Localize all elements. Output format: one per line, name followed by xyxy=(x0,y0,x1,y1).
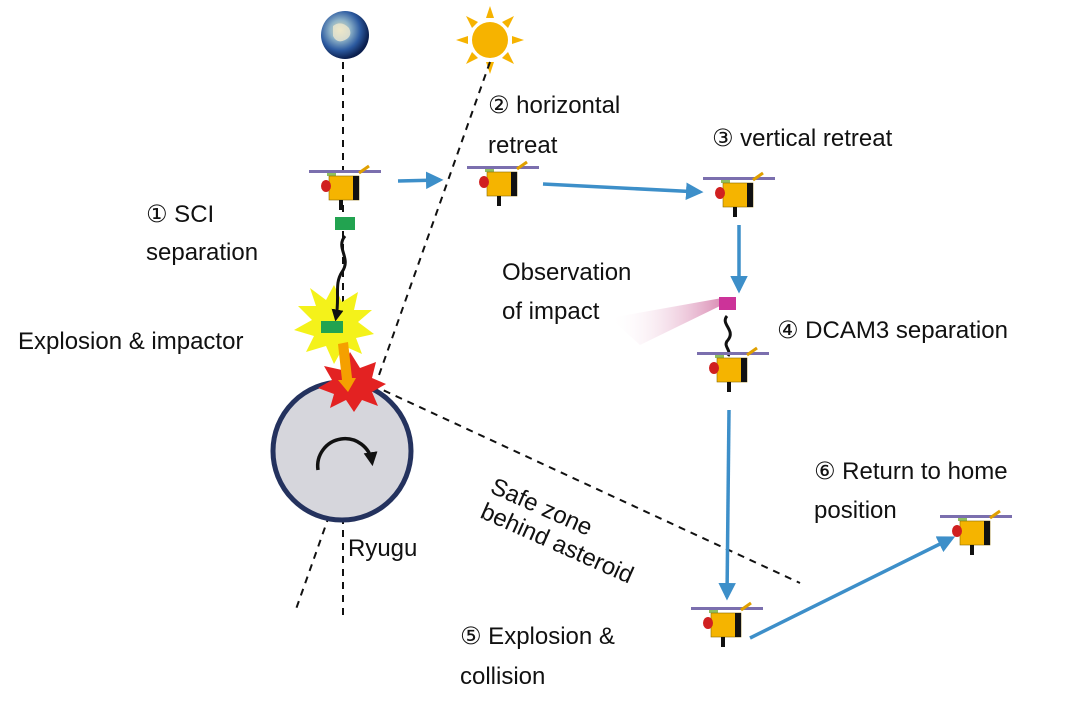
sci-impactor-icon xyxy=(321,321,343,333)
sci-descent-arrow-icon xyxy=(331,235,347,322)
asteroid-ryugu xyxy=(270,379,414,523)
step6-label-line2: position xyxy=(814,497,897,524)
trajectory-arrows xyxy=(397,171,956,640)
spacecraft-icon xyxy=(307,164,383,212)
spacecraft-icon xyxy=(465,160,541,208)
spacecraft-icon xyxy=(689,601,765,649)
arrow-5-to-6 xyxy=(749,536,956,640)
step1-label-line2: separation xyxy=(146,239,259,266)
step1-label-line1: ① SCI xyxy=(146,201,215,228)
spacecraft-icon xyxy=(938,509,1014,557)
step2-label-line1: ② horizontal xyxy=(488,92,621,119)
dcam3-icon xyxy=(719,297,736,310)
step3-label: ③ vertical retreat xyxy=(712,125,893,152)
sci-icon xyxy=(335,217,355,230)
explosion-impactor-label: Explosion & impactor xyxy=(18,328,244,355)
observation-cone-icon xyxy=(610,298,722,345)
asteroid-name-label: Ryugu xyxy=(348,535,418,562)
spacecraft-icon xyxy=(701,171,777,219)
rotation-arrow-icon xyxy=(315,436,378,471)
spacecraft-icon xyxy=(695,346,771,394)
observation-label-line2: of impact xyxy=(502,298,600,325)
arrow-2-to-3 xyxy=(542,182,704,201)
step2-label-line2: retreat xyxy=(488,132,558,159)
step6-label-line1: ⑥ Return to home xyxy=(814,458,1008,485)
step5-label-line2: collision xyxy=(460,663,546,690)
observation-label-line1: Observation xyxy=(502,259,632,286)
earth-icon xyxy=(321,11,369,59)
arrow-4-to-5 xyxy=(718,409,736,601)
sun-icon xyxy=(456,6,524,74)
dcam3-separation-wiggle-icon xyxy=(723,315,732,357)
impactor-trajectory-icon xyxy=(338,342,356,392)
arrow-1-to-2 xyxy=(397,171,444,190)
step5-label-line1: ⑤ Explosion & xyxy=(460,623,615,650)
step4-label: ④ DCAM3 separation xyxy=(777,317,1008,344)
